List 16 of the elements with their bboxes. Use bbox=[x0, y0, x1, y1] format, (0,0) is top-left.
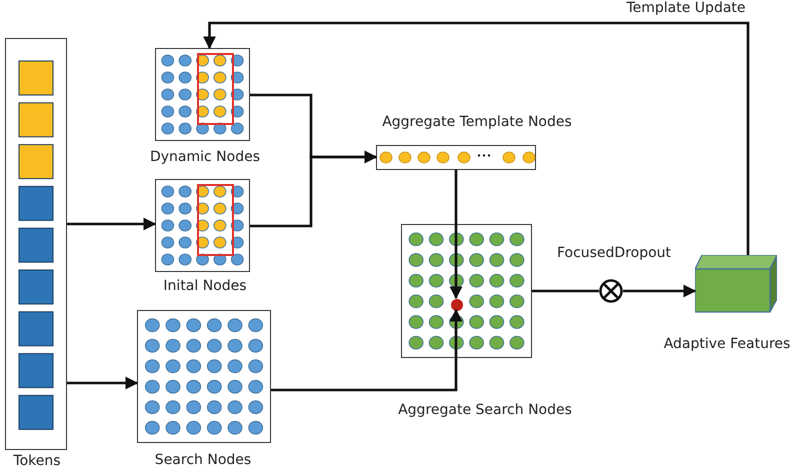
operator-caption: FocusedDropout bbox=[556, 245, 672, 262]
edge-label: Template Update bbox=[626, 0, 746, 17]
node-label: Inital Nodes bbox=[163, 278, 247, 295]
node-label: Aggregate Search Nodes bbox=[398, 402, 572, 419]
node-label: Aggregate Template Nodes bbox=[382, 114, 572, 131]
arrow bbox=[623, 284, 696, 298]
node-label: Search Nodes bbox=[154, 452, 252, 469]
arrow bbox=[450, 170, 462, 300]
arrow bbox=[67, 376, 138, 390]
arrow bbox=[67, 218, 156, 230]
arrow bbox=[203, 22, 750, 255]
node-label: Tokens bbox=[13, 453, 61, 470]
node-label: Dynamic Nodes bbox=[150, 149, 260, 166]
arrow bbox=[271, 308, 462, 392]
arrow bbox=[250, 150, 378, 228]
node-label: Adaptive Features bbox=[664, 336, 790, 353]
